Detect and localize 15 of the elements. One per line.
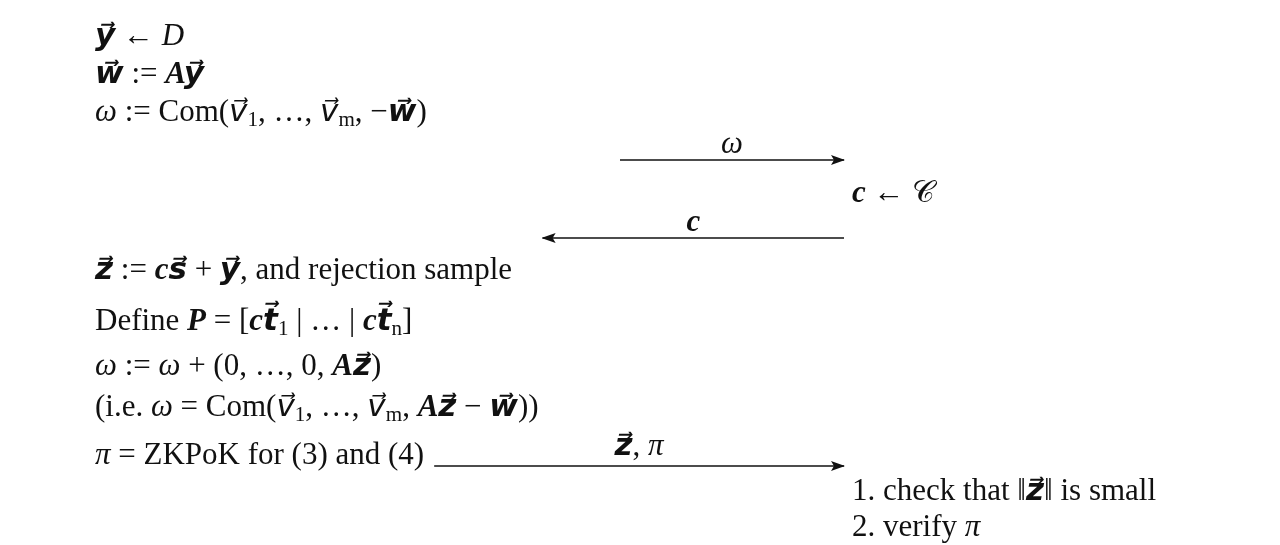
formula-text: ω := ω + (0, …, 0, Az⃗) [95,347,383,383]
formula-text: w⃗ := Ay⃗ [95,55,206,91]
formula-text: (i.e. ω = Com(v⃗$_{1}$, …, v⃗$_{m}$, Az⃗ − w⃗)) [95,388,539,424]
formula-text: y⃗ ← D [95,17,186,53]
formula-text: z⃗ := cs⃗ + y⃗, and rejection sample [95,251,514,287]
arrow [541,233,845,243]
edge-label: z⃗, π [611,430,667,460]
formula-text: c ← 𝒞 [852,174,936,210]
formula-text: ω := Com(v⃗$_{1}$, …, v⃗$_{m}$, −w⃗) [95,93,427,129]
formula-text: Define P = [ct⃗$_{1}$ | … | ct⃗$_{n}$] [95,302,414,338]
arrow [433,461,845,471]
formula-text: 2. verify π [852,508,982,544]
arrow [619,155,845,165]
formula-text: 1. check that ‖z⃗‖ is small [852,472,1157,508]
formula-text: π = ZKPoK for (3) and (4) [95,436,425,472]
